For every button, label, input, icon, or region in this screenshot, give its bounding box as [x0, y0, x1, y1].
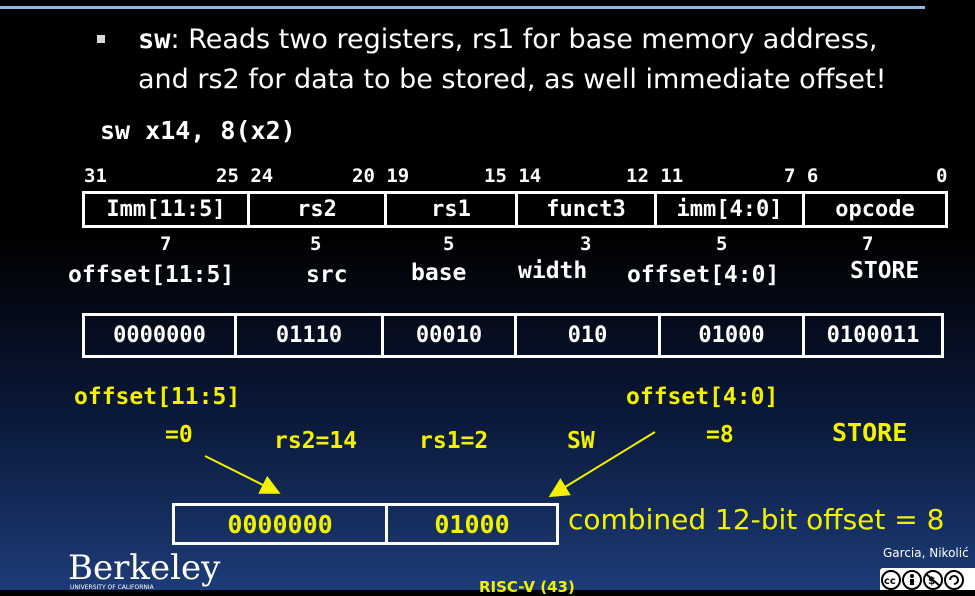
annotation-offset-lo-value: =8 [706, 422, 734, 448]
field-imm-4-0: imm[4:0] [657, 194, 805, 225]
width-funct3: 3 [580, 233, 592, 255]
annotation-store: STORE [832, 418, 908, 447]
annotation-rs1: rs1=2 [419, 428, 489, 454]
meaning-store: STORE [850, 258, 920, 284]
width-opcode: 7 [862, 233, 874, 255]
field-rs1: rs1 [387, 194, 518, 225]
instruction-text: sw x14, 8(x2) [100, 116, 296, 145]
annotation-rs2: rs2=14 [274, 428, 358, 454]
binary-imm-4-0: 01000 [661, 316, 805, 355]
page-number: RISC-V (43) [479, 578, 575, 596]
bit-7-6: 7 6 [784, 165, 819, 187]
annotation-offset-lo: offset[4:0] [626, 384, 779, 410]
bullet-line-1-text: : Reads two registers, rs1 for base memo… [170, 24, 878, 55]
meaning-offset-4-0: offset[4:0] [627, 262, 780, 288]
svg-text:$: $ [928, 574, 936, 587]
bullet-marker [97, 35, 105, 43]
bullet-keyword: sw [138, 24, 171, 55]
cc-icons: cc $ [881, 570, 964, 590]
width-imm-11-5: 7 [160, 233, 172, 255]
combined-label: combined 12-bit offset = 8 [568, 503, 945, 536]
bit-0: 0 [936, 165, 948, 187]
format-fields-box: Imm[11:5] rs2 rs1 funct3 imm[4:0] opcode [82, 191, 948, 228]
authors: Garcia, Nikolić [883, 546, 969, 560]
annotation-offset-hi: offset[11:5] [74, 384, 241, 410]
width-rs2: 5 [310, 233, 322, 255]
field-rs2: rs2 [250, 194, 387, 225]
annotation-offset-hi-value: =0 [165, 422, 193, 448]
field-funct3: funct3 [518, 194, 657, 225]
binary-funct3: 010 [517, 316, 661, 355]
width-imm-4-0: 5 [716, 233, 728, 255]
width-rs1: 5 [443, 233, 455, 255]
berkeley-logo-subtitle: UNIVERSITY OF CALIFORNIA [70, 584, 154, 591]
meaning-width: width [518, 258, 588, 284]
binary-rs2: 01110 [237, 316, 384, 355]
meaning-offset-11-5: offset[11:5] [68, 262, 235, 288]
combined-offset-box: 0000000 01000 [172, 503, 559, 545]
bullet-line-2: and rs2 for data to be stored, as well i… [138, 64, 887, 95]
arrow-offset-hi [204, 455, 281, 494]
binary-imm-11-5: 0000000 [85, 316, 237, 355]
cc-by-nc-sa-icon: cc $ [880, 568, 975, 590]
bit-20-19: 20 19 [352, 165, 410, 187]
combined-hi: 0000000 [175, 506, 388, 542]
arrow-offset-lo [548, 431, 656, 498]
bit-15-14: 15 14 [484, 165, 542, 187]
meaning-base: base [411, 260, 467, 286]
binary-rs1: 00010 [384, 316, 517, 355]
annotation-sw: SW [567, 428, 595, 454]
meaning-src: src [306, 262, 348, 288]
top-rule [0, 6, 925, 9]
svg-text:cc: cc [884, 576, 896, 587]
bullet-line-1: sw: Reads two registers, rs1 for base me… [138, 22, 877, 58]
binary-opcode: 0100011 [826, 323, 920, 348]
binary-fields-box: 0000000 01110 00010 010 01000 0100011 [82, 313, 944, 358]
field-opcode: opcode [835, 197, 915, 222]
bit-25-24: 25 24 [216, 165, 274, 187]
field-imm-11-5: Imm[11:5] [85, 194, 250, 225]
bit-12-11: 12 11 [626, 165, 684, 187]
bit-31: 31 [84, 165, 107, 187]
berkeley-logo: Berkeley [68, 548, 221, 588]
combined-lo: 01000 [434, 509, 510, 539]
